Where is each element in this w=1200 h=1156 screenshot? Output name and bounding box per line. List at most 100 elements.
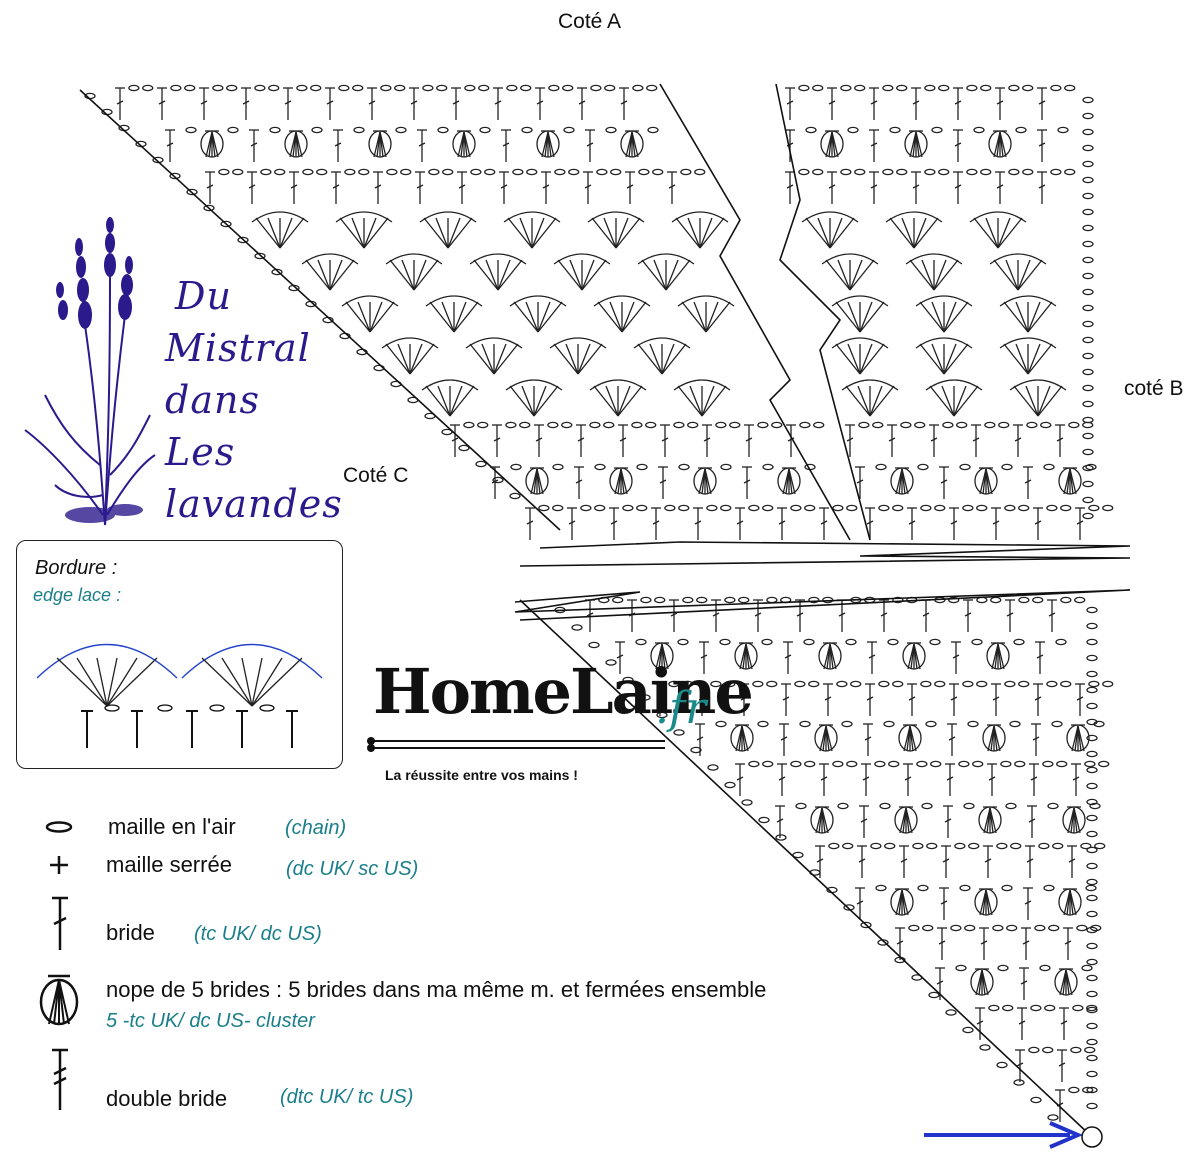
dc-stitch [249,129,259,162]
chain-stitch [1086,862,1098,870]
edge-lace-dc [201,657,253,707]
chain-stitch [353,126,365,134]
chain-stitch [842,842,854,850]
dc-stitch [333,129,343,162]
chain-stitch [1082,384,1094,392]
dc-stitch [1075,683,1085,716]
bobble-stitch [536,130,560,158]
chain-stitch [996,1061,1008,1069]
chain-stitch [1082,96,1094,104]
dc-stitch [1023,887,1033,920]
chain-stitch [422,84,434,92]
chain-stitch [682,680,694,688]
dc-stitch [777,507,787,540]
chain-stitch [741,799,753,806]
chain-stitch [914,421,926,429]
chain-stitch [1050,84,1062,92]
chain-stitch [605,659,617,666]
chain-stitch [836,680,848,688]
bobble-stitch [890,888,914,916]
chain-stitch [832,760,844,768]
chain-stitch [1082,112,1094,120]
chain-stitch [964,924,976,932]
chain-stitch [1084,1046,1096,1054]
chain-stitch [962,680,974,688]
dc-stitch [501,129,511,162]
chain-stitch [1013,1079,1025,1086]
chain-stitch [843,904,855,911]
chain-stitch [142,84,154,92]
chain-stitch [212,84,224,92]
fan-stitch [905,253,963,291]
chain-stitch [761,638,773,646]
chain-stitch [1043,463,1055,471]
dc-stitch [949,507,959,540]
chain-stitch [1042,1046,1054,1054]
bobble-stitch [730,724,754,752]
chain-stitch [860,921,872,929]
dc-stitch [1037,87,1047,120]
chain-stitch [958,760,970,768]
chain-stitch [203,204,215,212]
chain-stitch [1060,680,1072,688]
chain-stitch [917,463,929,471]
dc-stitch [895,927,905,960]
chain-stitch [226,84,238,92]
dc-stitch [823,683,833,716]
chain-stitch [232,168,244,176]
chain-stitch [762,504,774,512]
dc-stitch [943,805,953,838]
chain-stitch [622,676,634,684]
fan-stitch [1009,379,1067,417]
fan-stitch [509,295,567,333]
dc-stitch [744,424,754,457]
chain-stitch [980,168,992,176]
dc-stitch [574,466,584,499]
bobble-stitch [620,130,644,158]
chain-stitch [1018,504,1030,512]
dc-stitch [325,87,335,120]
chain-stitch [1086,910,1098,918]
fan-stitch [821,253,879,291]
chain-stitch [571,624,583,631]
chain-stitch [846,504,858,512]
chain-stitch [184,84,196,92]
chain-stitch [930,760,942,768]
fan-stitch [673,379,731,417]
chain-stitch [1008,84,1020,92]
chain-stitch [967,720,979,728]
dc-stitch [819,507,829,540]
dc-stitch [1021,927,1031,960]
chain-stitch [1002,1004,1014,1012]
dc-stitch [937,927,947,960]
dc-stitch [753,599,763,632]
chain-stitch [1028,1046,1040,1054]
dc-stitch [331,171,341,204]
dc-stitch [865,507,875,540]
chain-stitch [1086,606,1098,614]
chain-stitch [924,84,936,92]
chain-stitch [979,1044,991,1051]
chain-stitch [604,84,616,92]
chain-stitch [924,168,936,176]
chain-stitch [710,680,722,688]
chain-stitch [596,168,608,176]
bobble-stitch [814,724,838,752]
chain-stitch [720,463,732,471]
chain-stitch [547,421,559,429]
chain-stitch [875,884,887,892]
chain-stitch [506,84,518,92]
dc-stitch [863,723,873,756]
chain-stitch [1085,884,1097,892]
dc-stitch [867,641,877,674]
dc-stitch [857,845,867,878]
bobble-stitch [818,642,842,670]
dc-stitch [283,87,293,120]
chain-stitch [631,421,643,429]
dc-stitch [625,171,635,204]
dc-stitch [693,507,703,540]
chain-stitch [1082,368,1094,376]
chain-stitch [808,680,820,688]
dc-stitch [583,171,593,204]
dc-stitch [1075,507,1085,540]
